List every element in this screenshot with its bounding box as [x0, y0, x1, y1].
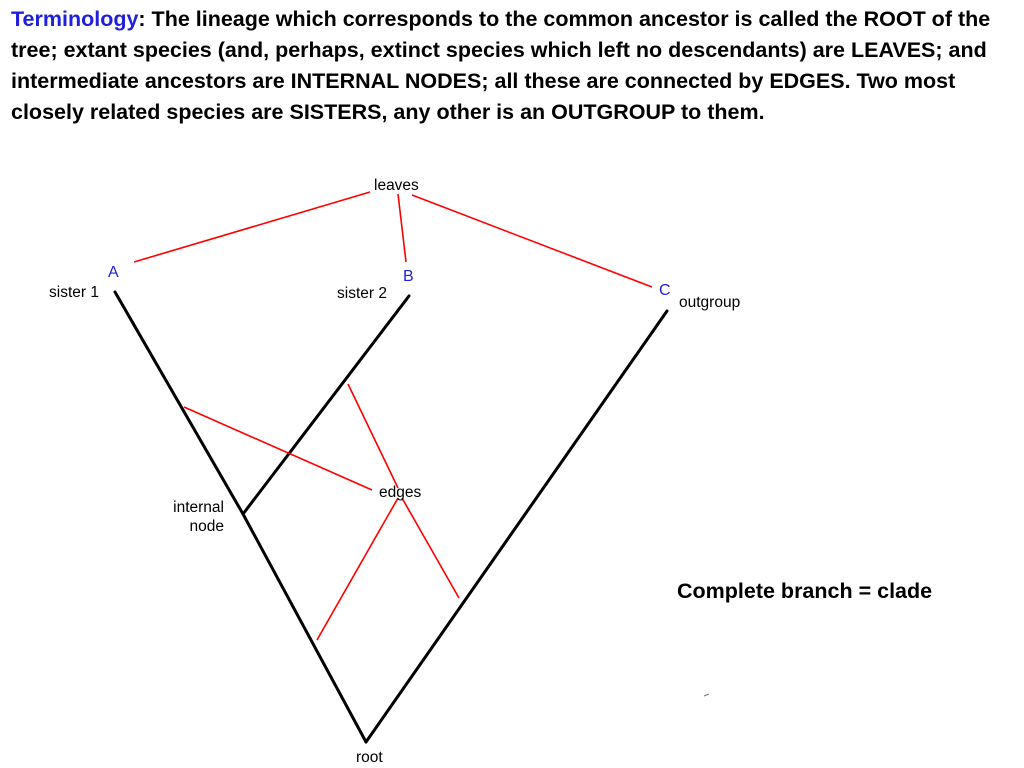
stray-mark — [703, 693, 710, 697]
label-node: node — [190, 518, 224, 535]
branch-root-to-internal-node — [241, 512, 368, 744]
intro-text: : The lineage which corresponds to the c… — [11, 7, 991, 124]
pointer-leaves-to-a — [133, 191, 371, 263]
branch-internal-node-to-sister-2 — [241, 294, 411, 516]
leaf-letter-a: A — [108, 264, 119, 281]
leaf-letter-c: C — [659, 282, 671, 299]
label-sister-1: sister 1 — [49, 284, 99, 301]
pointer-edges-upper-right — [347, 383, 399, 489]
label-internal: internal — [173, 499, 224, 516]
label-sister-2: sister 2 — [337, 285, 387, 302]
label-root: root — [356, 749, 383, 766]
terminology-keyword: Terminology — [11, 7, 139, 31]
pointer-edges-lower-right — [401, 497, 460, 599]
pointer-lines — [133, 191, 653, 641]
pointer-edges-upper-left — [183, 406, 373, 491]
leaf-letter-b: B — [403, 268, 414, 285]
label-leaves: leaves — [374, 177, 419, 194]
branch-internal-node-to-sister-1 — [113, 290, 245, 516]
pointer-leaves-to-c — [411, 194, 653, 288]
tree-branches — [113, 290, 669, 744]
clade-caption: Complete branch = clade — [677, 579, 933, 603]
branch-root-to-outgroup — [364, 309, 669, 744]
label-outgroup: outgroup — [679, 294, 740, 311]
pointer-leaves-to-b — [397, 193, 407, 263]
intro-paragraph: Terminology: The lineage which correspon… — [11, 4, 1016, 128]
pointer-edges-lower-left — [316, 497, 399, 641]
label-edges: edges — [379, 484, 421, 501]
